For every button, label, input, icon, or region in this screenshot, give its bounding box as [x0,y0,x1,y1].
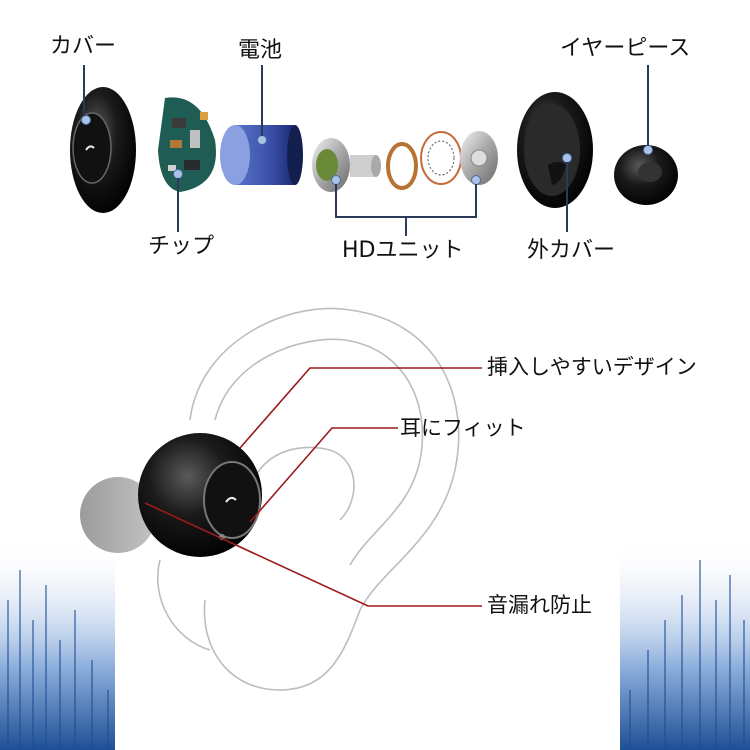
label-leak-prevention: 音漏れ防止 [487,593,592,617]
cover-part [70,87,136,213]
outer-cover-part [517,92,593,208]
ear-outline [157,307,460,691]
battery-part [220,125,303,185]
label-ear-fit: 耳にフィット [400,416,526,440]
label-easy-insert: 挿入しやすいデザイン [487,355,697,379]
label-cover: カバー [50,34,117,59]
chip-board [158,97,216,192]
label-ear-piece: イヤーピース [560,36,691,61]
label-outer-cover: 外カバー [527,238,616,263]
ear-piece-part [614,145,678,205]
top-leader-lines [83,65,649,236]
label-hd-unit: HDユニット [342,238,464,263]
hd-unit-parts [312,131,498,192]
sound-wave-background [0,540,750,750]
label-chip: チップ [148,234,215,259]
label-battery: 電池 [238,38,283,63]
feature-leader-lines [144,367,482,607]
earbud-in-ear [80,433,262,557]
